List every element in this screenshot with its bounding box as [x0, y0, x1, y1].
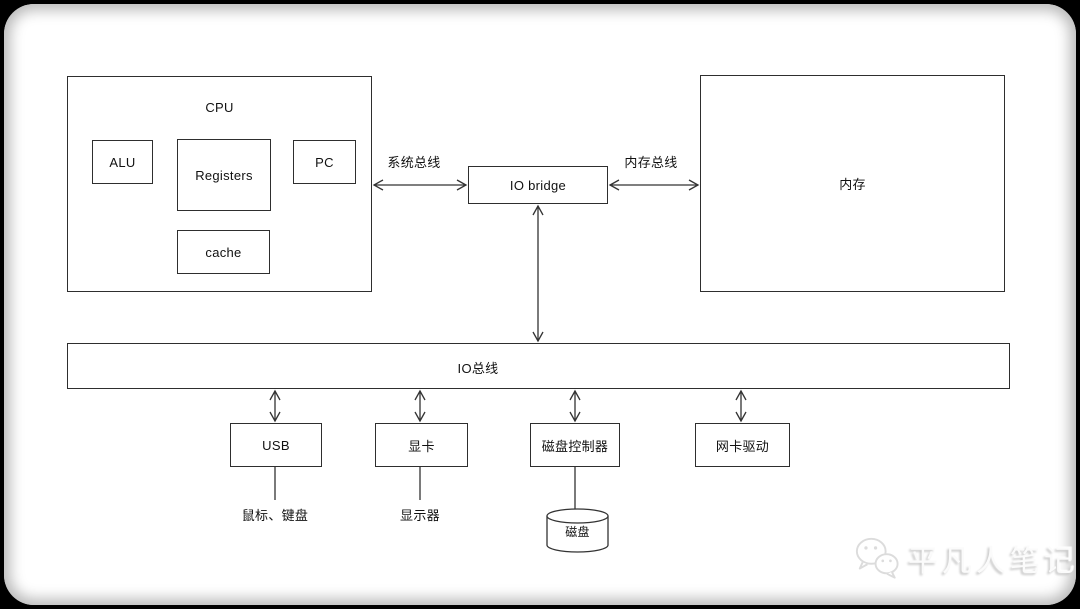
memory-bus-label: 内存总线: [624, 155, 678, 170]
watermark-brand-text: 平凡人笔记: [908, 545, 1078, 578]
graphics-card-box: 显卡: [375, 423, 468, 467]
cpu-title: CPU: [205, 100, 234, 115]
nic-driver-box: 网卡驱动: [695, 423, 790, 467]
wechat-icon: [855, 537, 899, 579]
registers-box: Registers: [177, 139, 271, 211]
system-bus-label: 系统总线: [387, 155, 441, 170]
io-bus-box: [67, 343, 1010, 389]
pc-box: PC: [293, 140, 356, 184]
usb-box: USB: [230, 423, 322, 467]
io-bridge-box: IO bridge: [468, 166, 608, 204]
memory-box: 内存: [700, 75, 1005, 292]
monitor-label: 显示器: [400, 508, 440, 523]
disk-label: 磁盘: [565, 525, 590, 539]
disk-controller-box: 磁盘控制器: [530, 423, 620, 467]
alu-box: ALU: [92, 140, 153, 184]
mouse-keyboard-label: 鼠标、键盘: [241, 508, 309, 523]
watermark: 平凡人笔记: [852, 535, 1078, 581]
io-bus-label: IO总线: [457, 361, 499, 376]
cache-box: cache: [177, 230, 270, 274]
